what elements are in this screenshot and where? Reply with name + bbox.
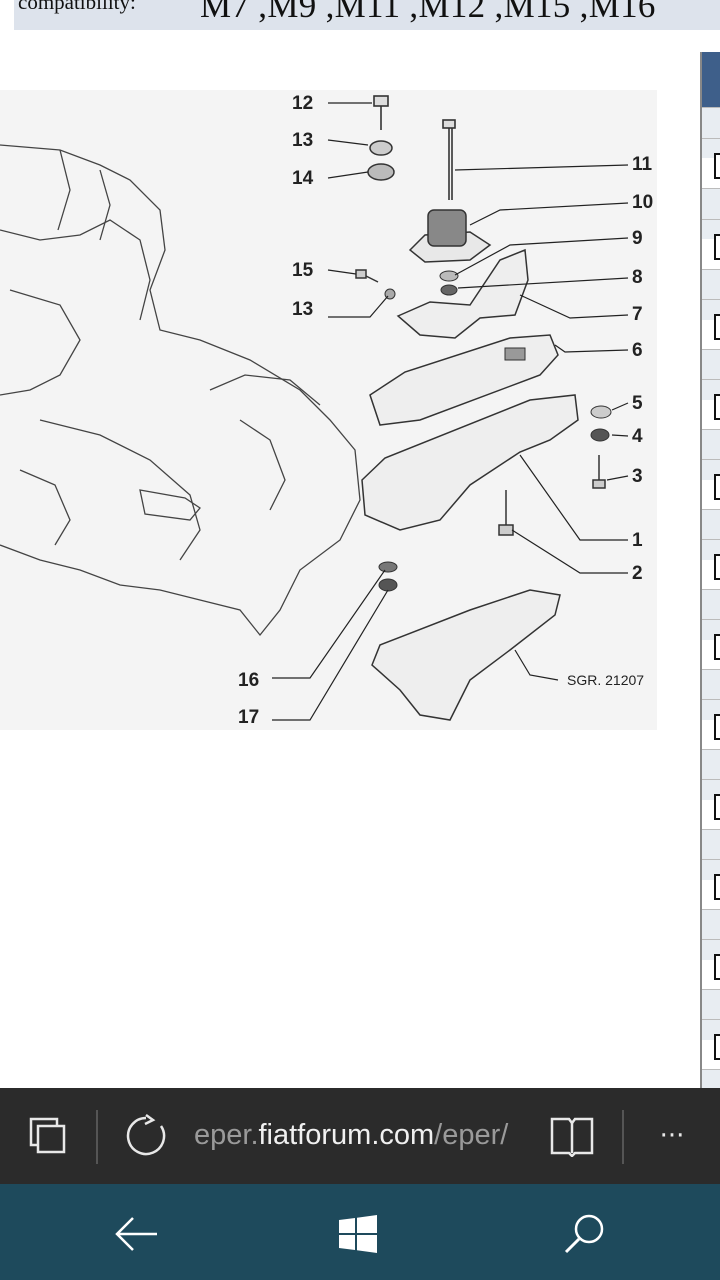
- toolbar-divider: [622, 1110, 624, 1164]
- washer-16: [378, 561, 398, 573]
- url-prefix: eper.: [194, 1119, 259, 1151]
- callout-7: 7: [632, 304, 643, 325]
- table-row: [702, 859, 720, 910]
- url-suffix: /eper/: [434, 1119, 509, 1151]
- callout-14: 14: [292, 168, 314, 189]
- row-checkbox[interactable]: [714, 153, 720, 179]
- callout-1: 1: [632, 530, 643, 551]
- stud-11: [442, 119, 456, 200]
- compatibility-label: compatibility:: [18, 0, 136, 14]
- nut-4: [590, 428, 610, 442]
- table-row: [702, 989, 720, 1040]
- back-arrow-icon[interactable]: [110, 1208, 162, 1260]
- compatibility-bar: compatibility: M7 ,M9 ,M11 ,M12 ,M15 ,M1…: [14, 0, 720, 30]
- callout-16: 16: [238, 670, 259, 691]
- reading-view-icon[interactable]: [548, 1112, 596, 1160]
- bolt-15: [355, 269, 379, 283]
- row-checkbox[interactable]: [714, 714, 720, 740]
- bolt-2: [498, 490, 514, 536]
- slot-6: [504, 347, 526, 361]
- row-checkbox[interactable]: [714, 314, 720, 340]
- row-checkbox[interactable]: [714, 954, 720, 980]
- system-taskbar: [0, 1184, 720, 1280]
- table-row: [702, 1019, 720, 1070]
- row-checkbox[interactable]: [714, 634, 720, 660]
- address-bar[interactable]: eper.fiatforum.com/eper/: [194, 1119, 526, 1155]
- washer-13: [369, 140, 393, 156]
- callout-5: 5: [632, 393, 643, 414]
- more-icon[interactable]: ···: [659, 1121, 685, 1151]
- tabs-icon[interactable]: [24, 1112, 72, 1160]
- row-checkbox[interactable]: [714, 1034, 720, 1060]
- table-row: [702, 749, 720, 800]
- windows-start-icon[interactable]: [332, 1208, 384, 1260]
- table-row: [702, 138, 720, 189]
- callout-17: 17: [238, 707, 259, 728]
- callout-13: 13: [292, 130, 313, 151]
- table-row: [702, 779, 720, 830]
- callout-10: 10: [632, 192, 653, 213]
- row-checkbox[interactable]: [714, 234, 720, 260]
- compatibility-models: M7 ,M9 ,M11 ,M12 ,M15 ,M16: [200, 0, 656, 25]
- browser-toolbar: eper.fiatforum.com/eper/ ···: [0, 1088, 720, 1184]
- ring-14: [367, 163, 395, 181]
- callout-6: 6: [632, 340, 643, 361]
- row-checkbox[interactable]: [714, 554, 720, 580]
- engine-mount-diagram: 12 13 14 15 13 16 17 11 10 9 8 7 6 5 4 3…: [0, 93, 653, 728]
- callout-4: 4: [632, 426, 643, 447]
- bolt-3: [592, 455, 606, 489]
- callout-8: 8: [632, 267, 643, 288]
- row-checkbox[interactable]: [714, 394, 720, 420]
- table-row: [702, 939, 720, 990]
- bolt-12: [373, 95, 389, 130]
- table-row: [702, 107, 720, 158]
- row-checkbox[interactable]: [714, 874, 720, 900]
- callout-13b: 13: [292, 299, 313, 320]
- washer-9: [439, 270, 459, 282]
- leader-lines: [272, 102, 629, 721]
- table-row: [702, 829, 720, 880]
- refresh-icon[interactable]: [122, 1112, 170, 1160]
- lower-bracket: [371, 589, 561, 721]
- table-row: [702, 909, 720, 960]
- table-row: [702, 299, 720, 350]
- callout-12: 12: [292, 93, 313, 114]
- nut-8: [440, 284, 458, 296]
- table-header: [702, 52, 720, 107]
- rubber-mount-10: [408, 209, 492, 263]
- gearbox-outline: [0, 144, 361, 637]
- row-checkbox[interactable]: [714, 794, 720, 820]
- toolbar-divider: [96, 1110, 98, 1164]
- callout-9: 9: [632, 228, 643, 249]
- diagram-reference: SGR. 21207: [567, 672, 644, 688]
- table-row: [702, 188, 720, 239]
- table-row: [702, 379, 720, 430]
- bracket-7: [396, 248, 529, 339]
- callout-3: 3: [632, 466, 643, 487]
- table-row: [702, 269, 720, 320]
- table-row: [702, 459, 720, 510]
- table-row: [702, 539, 720, 590]
- washer-5: [590, 405, 612, 419]
- table-row: [702, 669, 720, 720]
- callout-11: 11: [632, 154, 653, 175]
- table-row: [702, 219, 720, 270]
- row-checkbox[interactable]: [714, 474, 720, 500]
- table-row: [702, 589, 720, 640]
- table-row: [702, 429, 720, 480]
- table-row: [702, 1069, 720, 1088]
- table-row: [702, 699, 720, 750]
- callout-2: 2: [632, 563, 643, 584]
- parts-table-fragment: [700, 52, 720, 1088]
- table-row: [702, 619, 720, 670]
- callout-15: 15: [292, 260, 314, 281]
- nut-17: [378, 578, 398, 592]
- table-row: [702, 349, 720, 400]
- parts-diagram: 12 13 14 15 13 16 17 11 10 9 8 7 6 5 4 3…: [0, 90, 657, 730]
- table-row: [702, 509, 720, 560]
- search-icon[interactable]: [558, 1208, 610, 1260]
- support-1: [361, 394, 579, 531]
- url-host: fiatforum.com: [258, 1119, 435, 1151]
